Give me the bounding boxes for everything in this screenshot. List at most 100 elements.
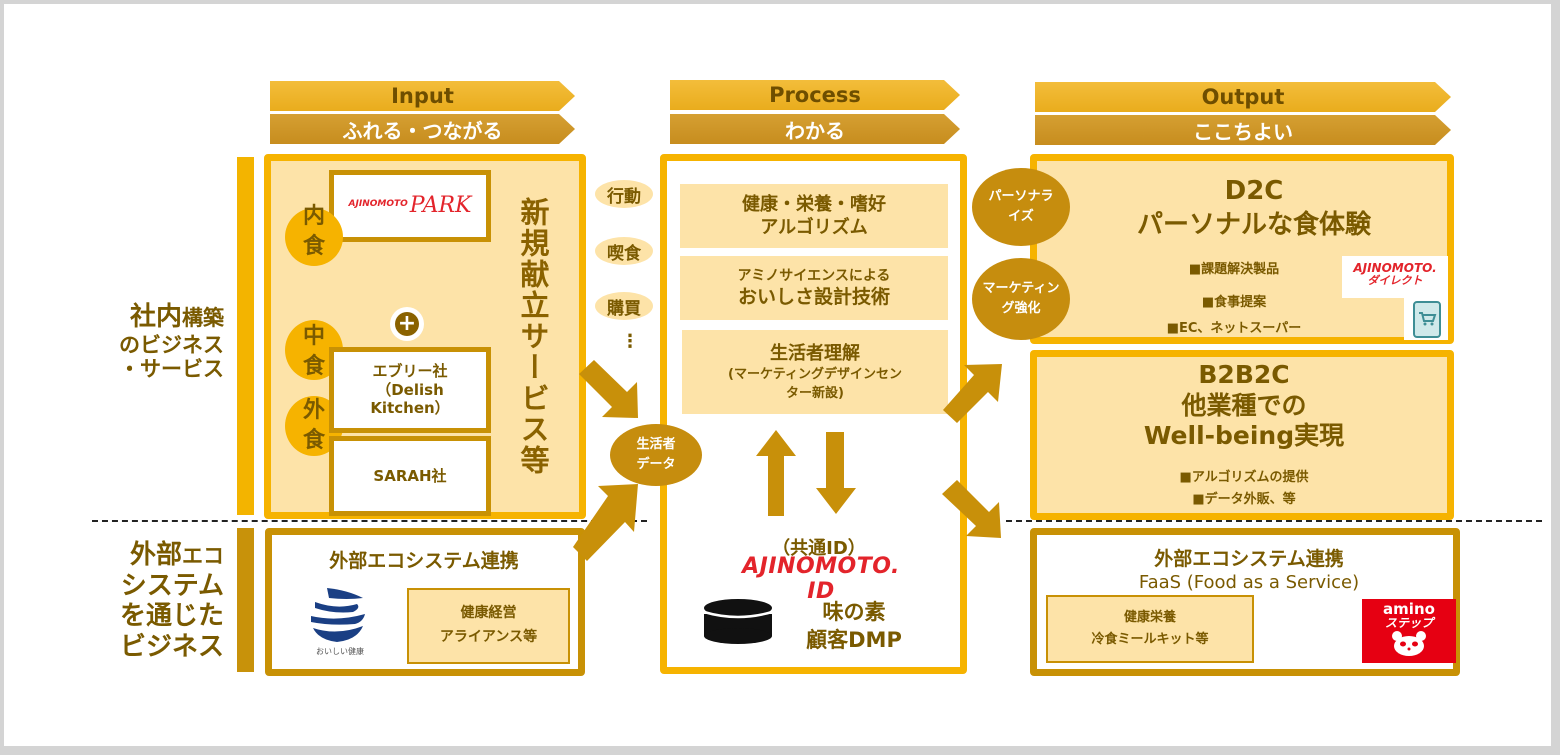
- header-input-subtitle: ふれる・つながる: [342, 118, 503, 143]
- aminoscience-line2: おいしさ設計技術: [737, 285, 890, 308]
- bidirectional-arrows: [756, 430, 856, 516]
- dmp-label: 味の素 顧客DMP: [794, 598, 914, 655]
- label-eating-out: 外食: [302, 398, 325, 453]
- b2b2c-panel: [1030, 350, 1454, 520]
- b2b2c-line2: 他業種での: [1181, 390, 1307, 420]
- meal-kit-box: 健康栄養 冷食ミールキット等: [1046, 595, 1254, 663]
- dmp-line2: 顧客DMP: [806, 628, 902, 653]
- consumer-understanding-line3: ター新設): [786, 385, 844, 401]
- shopping-cart-phone-icon: [1413, 301, 1441, 338]
- algorithm-line1: 健康・栄養・嗜好: [742, 193, 886, 215]
- d2c-bullet-2: ■食事提案: [1201, 295, 1267, 310]
- plus-icon: +: [390, 307, 424, 341]
- arrow-up-icon: [756, 430, 796, 516]
- ajinomoto-direct-logo: AJINOMOTO. ダイレクト: [1342, 256, 1448, 298]
- separator-dashed-left: [92, 520, 647, 522]
- header-output-subtitle: ここちよい: [1193, 119, 1293, 144]
- circle-home-meal: [285, 208, 343, 266]
- output-external-title: 外部エコシステム連携: [1154, 548, 1344, 570]
- direct-logo-line1: AJINOMOTO.: [1353, 261, 1437, 275]
- dmp-line1: 味の素: [822, 600, 886, 624]
- output-external-subtitle: FaaS (Food as a Service): [1138, 572, 1360, 593]
- oishii-kenko-logo: [311, 588, 365, 642]
- arrow-input-to-data-icon: [579, 360, 638, 418]
- d2c-title: D2C: [1224, 176, 1284, 206]
- ajinomoto-park-logo: AJINOMOTO PARK: [349, 192, 472, 220]
- consumer-understanding-line2: (マーケティングデザインセン: [728, 367, 902, 383]
- header-process: Process: [670, 80, 960, 110]
- row-label-internal-big: 社内: [129, 302, 182, 332]
- row-label-external-small: エコ: [182, 544, 224, 568]
- consumer-understanding-line1: 生活者理解: [770, 343, 860, 365]
- personalize-line1: パーソナラ: [988, 188, 1054, 204]
- consumer-data-ellipse: 生活者 データ: [610, 424, 702, 486]
- row-label-external-big: 外部: [129, 540, 182, 570]
- header-output: Output: [1035, 82, 1451, 112]
- behavior-pill-eating: 喫食: [595, 237, 653, 265]
- d2c-bullet-3: ■EC、ネットスーパー: [1166, 321, 1302, 336]
- consumer-data-line2: データ: [636, 457, 676, 472]
- behavior-pill-purchase: 購買: [595, 292, 653, 320]
- amino-step-line2: ステップ: [1384, 616, 1433, 630]
- database-icon: [703, 599, 773, 644]
- b2b2c-bullet-2: ■データ外販、等: [1192, 492, 1296, 507]
- row-label-external-line2: システム: [120, 570, 224, 601]
- ajinomoto-id-logo: AJINOMOTO. ID: [742, 554, 900, 604]
- b2b2c-bullet-1: ■アルゴリズムの提供: [1179, 470, 1309, 485]
- every-line1: エブリー社: [372, 361, 448, 380]
- process-box-aminoscience: アミノサイエンスによる おいしさ設計技術: [680, 256, 948, 320]
- amino-step-logo: amino ステップ: [1362, 599, 1456, 663]
- direct-logo-line2: ダイレクト: [1367, 274, 1423, 288]
- header-process-sub: わかる: [670, 114, 960, 144]
- amino-step-line1: amino: [1383, 600, 1435, 618]
- sidebar-bar-external: [237, 528, 254, 672]
- row-label-external: 外部エコ システム を通じた ビジネス: [64, 540, 224, 663]
- marketing-ellipse: マーケティン グ強化: [972, 258, 1070, 340]
- algorithm-line2: アルゴリズム: [760, 217, 868, 238]
- row-label-internal: 社内構築 のビジネス ・サービス: [64, 302, 224, 382]
- b2b2c-line3: Well-being実現: [1143, 421, 1345, 450]
- header-input: Input: [270, 81, 575, 111]
- oishii-kenko-caption: おいしい健康: [316, 647, 364, 656]
- flow-arrows: [573, 360, 1002, 561]
- every-box: エブリー社 （Delish Kitchen）: [329, 347, 491, 433]
- row-label-external-line3: を通じた: [119, 601, 224, 632]
- row-label-external-line4: ビジネス: [119, 632, 224, 663]
- every-line2: （Delish: [376, 380, 444, 399]
- park-logo-main: PARK: [409, 193, 472, 219]
- sarah-box: SARAH社: [329, 436, 491, 516]
- separator-dashed-right: [1006, 520, 1542, 522]
- d2c-panel: [1030, 154, 1454, 344]
- header-output-sub: ここちよい: [1035, 115, 1451, 145]
- process-box-consumer-understanding: 生活者理解 (マーケティングデザインセン ター新設): [682, 330, 948, 414]
- meal-kit-line2: 冷食ミールキット等: [1091, 632, 1209, 647]
- header-process-title: Process: [769, 83, 861, 107]
- arrow-process-to-output-up-icon: [943, 364, 1002, 423]
- park-logo-prefix: AJINOMOTO: [348, 198, 408, 209]
- d2c-bullet-1: ■課題解決製品: [1188, 262, 1280, 277]
- every-line3: Kitchen）: [370, 399, 450, 418]
- diagram-canvas: Input ふれる・つながる Process わかる Output ここちよい …: [4, 4, 1551, 746]
- ajinomoto-park-box: AJINOMOTO PARK: [329, 170, 491, 242]
- consumer-data-line1: 生活者: [636, 436, 676, 452]
- row-label-internal-line3: ・サービス: [119, 357, 224, 382]
- b2b2c-text: B2B2C 他業種での Well-being実現: [1044, 360, 1444, 452]
- alliance-line1: 健康経営: [460, 605, 517, 622]
- meal-kit-line1: 健康栄養: [1123, 609, 1176, 625]
- sidebar-bar-internal: [237, 157, 254, 515]
- b2b2c-title: B2B2C: [1198, 360, 1290, 389]
- header-process-subtitle: わかる: [785, 118, 845, 143]
- row-label-internal-small: 構築: [182, 306, 224, 330]
- header-input-title: Input: [391, 84, 454, 108]
- input-external-title: 外部エコシステム連携: [329, 550, 519, 572]
- header-output-title: Output: [1201, 85, 1285, 109]
- alliance-box: 健康経営 アライアンス等: [407, 588, 570, 664]
- arrow-process-to-output-down-icon: [942, 480, 1001, 538]
- process-box-algorithm: 健康・栄養・嗜好 アルゴリズム: [680, 184, 948, 248]
- row-label-internal-line2: のビジネス: [119, 332, 224, 357]
- aminoscience-line1: アミノサイエンスによる: [737, 267, 891, 284]
- new-menu-service-label: 新規献立サービス等: [516, 197, 550, 476]
- d2c-subtitle: パーソナルな食体験: [1136, 210, 1371, 240]
- label-home-meal: 内食: [302, 204, 325, 259]
- panda-mascot-icon: [1392, 631, 1426, 657]
